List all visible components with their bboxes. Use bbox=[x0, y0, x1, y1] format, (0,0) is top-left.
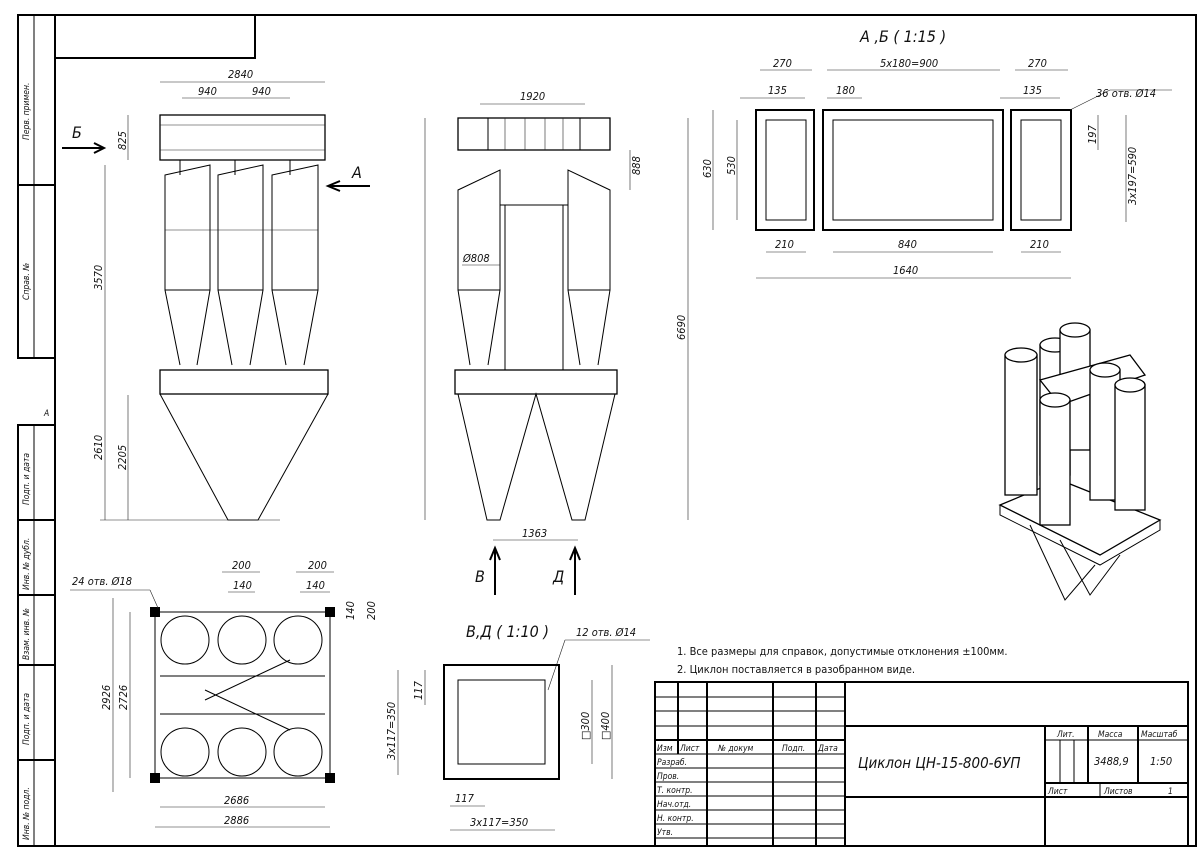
strip-mark: А bbox=[43, 409, 49, 419]
strip-label: Инв. № дубл. bbox=[22, 538, 32, 590]
mass-value: 3488,9 bbox=[1094, 755, 1129, 768]
dimension-label: 1363 bbox=[522, 527, 547, 540]
mass-header: Масса bbox=[1098, 730, 1123, 740]
dimension-label: 5x180=900 bbox=[880, 57, 938, 70]
strip-label: Перв. примен. bbox=[22, 83, 32, 140]
dimension-label: 270 bbox=[1028, 57, 1047, 70]
arrow-a-icon bbox=[325, 180, 370, 192]
dimension-label: 2686 bbox=[224, 794, 249, 807]
section-ab: А ,Б ( 1:15 ) 270 5x180=900 270 135 180 … bbox=[701, 27, 1172, 279]
dimension-label: 140 bbox=[306, 579, 325, 592]
holes-label: 24 отв. Ø18 bbox=[72, 575, 132, 588]
dimension-label: 2840 bbox=[228, 68, 253, 81]
dimension-label: 200 bbox=[232, 559, 251, 572]
dimension-label: 200 bbox=[365, 601, 378, 620]
scale-header: Масштаб bbox=[1141, 730, 1178, 740]
lit-header: Лит. bbox=[1056, 730, 1075, 740]
dimension-label: 825 bbox=[116, 131, 129, 150]
column-header: Лист bbox=[679, 744, 700, 754]
dimension-label: 117 bbox=[455, 792, 475, 805]
side-view: 1920 888 Ø808 6690 1363 В Д bbox=[424, 90, 689, 595]
dimension-label: 140 bbox=[344, 601, 357, 620]
isometric-view bbox=[998, 322, 1162, 601]
holes-label: 36 отв. Ø14 bbox=[1096, 87, 1156, 100]
dimension-label: 2926 bbox=[100, 685, 113, 710]
strip-label: Справ. № bbox=[22, 263, 32, 300]
arrow-v-icon bbox=[489, 545, 501, 595]
front-view: 2840 940 940 825 3570 2610 2205 Б А bbox=[62, 68, 370, 521]
top-left-box bbox=[54, 14, 256, 59]
dimension-label: 197 bbox=[1086, 124, 1099, 144]
strip-label: Взам. инв. № bbox=[22, 608, 32, 660]
dimension-label: 210 bbox=[1030, 238, 1049, 251]
dimension-label: 270 bbox=[773, 57, 792, 70]
dimension-label: 530 bbox=[725, 156, 738, 175]
dimension-label: 2886 bbox=[224, 814, 249, 827]
dimension-label: □300 bbox=[579, 712, 592, 740]
strip-label: Инв. № подл. bbox=[22, 787, 32, 840]
dimension-label: 940 bbox=[198, 85, 217, 98]
role-label: Т. контр. bbox=[657, 786, 693, 796]
dimension-label: 3570 bbox=[92, 265, 105, 290]
sheets-header: Листов bbox=[1103, 787, 1133, 797]
view-arrow-label: Д bbox=[552, 567, 564, 586]
note: 2. Циклон поставляется в разобранном вид… bbox=[677, 663, 915, 676]
title-block: Изм Лист № докум Подп. Дата Разраб. Пров… bbox=[654, 681, 1189, 847]
role-label: Нач.отд. bbox=[657, 800, 691, 810]
dimension-label: 2205 bbox=[116, 445, 129, 470]
dimension-label: 630 bbox=[701, 159, 714, 178]
sheet-header: Лист bbox=[1047, 787, 1068, 797]
dimension-label: 3x197=590 bbox=[1126, 147, 1139, 205]
dimension-label: □400 bbox=[599, 712, 612, 740]
dimension-label: 2610 bbox=[92, 435, 105, 460]
arrow-b-icon bbox=[62, 142, 107, 154]
scale-value: 1:50 bbox=[1150, 755, 1172, 768]
dimension-label: 1920 bbox=[520, 90, 545, 103]
column-header: № докум bbox=[717, 744, 753, 754]
role-label: Пров. bbox=[657, 772, 679, 782]
section-title: А ,Б ( 1:15 ) bbox=[859, 27, 946, 46]
dimension-label: 6690 bbox=[675, 315, 688, 340]
strip-label: Подп. и дата bbox=[22, 693, 32, 745]
section-title: В,Д ( 1:10 ) bbox=[466, 622, 549, 641]
role-label: Н. контр. bbox=[657, 814, 694, 824]
column-header: Изм bbox=[657, 744, 673, 754]
dimension-label: 140 bbox=[233, 579, 252, 592]
drawing-title: Циклон ЦН-15-800-6УП bbox=[858, 754, 1021, 772]
role-label: Утв. bbox=[657, 828, 673, 838]
dimension-label: 117 bbox=[412, 680, 425, 700]
note: 1. Все размеры для справок, допустимые о… bbox=[677, 645, 1007, 658]
dimension-label: 2726 bbox=[117, 685, 130, 710]
dimension-label: 888 bbox=[630, 156, 643, 175]
view-arrow-label: Б bbox=[72, 123, 82, 142]
view-arrow-label: А bbox=[351, 163, 362, 182]
dimension-label: 3x117=350 bbox=[385, 702, 398, 760]
holes-label: 12 отв. Ø14 bbox=[576, 626, 636, 639]
dimension-label: 840 bbox=[898, 238, 917, 251]
dimension-label: 135 bbox=[768, 84, 787, 97]
dimension-label: Ø808 bbox=[462, 252, 490, 265]
dimension-label: 3x117=350 bbox=[470, 816, 528, 829]
sheets-count: 1 bbox=[1168, 787, 1173, 797]
dimension-label: 210 bbox=[775, 238, 794, 251]
strip-label: Подп. и дата bbox=[22, 453, 32, 505]
role-label: Разраб. bbox=[657, 758, 687, 768]
dimension-label: 200 bbox=[308, 559, 327, 572]
dimension-label: 940 bbox=[252, 85, 271, 98]
view-arrow-label: В bbox=[475, 567, 485, 586]
section-vd: В,Д ( 1:10 ) 12 отв. Ø14 3x117=350 117 □… bbox=[385, 622, 650, 831]
column-header: Дата bbox=[817, 744, 838, 754]
dimension-label: 1640 bbox=[893, 264, 918, 277]
dimension-label: 135 bbox=[1023, 84, 1042, 97]
side-strip: Перв. примен. Справ. № Подп. и дата Инв.… bbox=[17, 14, 56, 847]
dimension-label: 180 bbox=[836, 84, 855, 97]
plan-view: 24 отв. Ø18 200 140 200 140 140 200 2926… bbox=[70, 559, 378, 828]
column-header: Подп. bbox=[782, 744, 805, 754]
arrow-d-icon bbox=[569, 545, 581, 595]
